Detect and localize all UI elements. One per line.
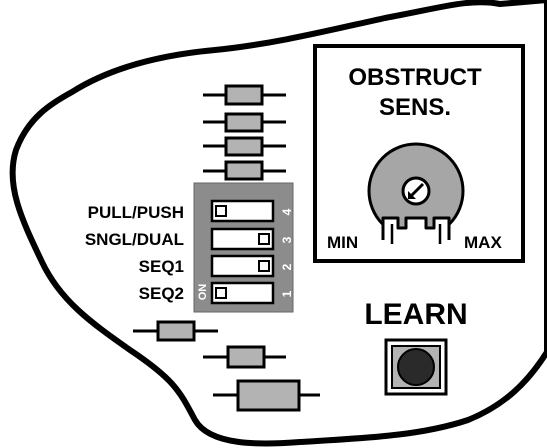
resistor-6	[203, 345, 286, 369]
switch-label-pull-push: PULL/PUSH	[88, 203, 184, 222]
dip-switch-3[interactable]	[210, 227, 275, 251]
resistor-2	[203, 112, 286, 133]
resistor-4	[203, 160, 286, 181]
resistor-3	[203, 136, 286, 157]
resistor-7	[213, 379, 320, 412]
dip-switch-1[interactable]	[210, 281, 275, 305]
switch-label-sngl-dual: SNGL/DUAL	[85, 230, 184, 249]
dip-switch-number-3: 3	[280, 236, 294, 243]
dip-switch-1-knob	[215, 287, 227, 299]
dip-on-label: ON	[197, 284, 209, 301]
min-label: MIN	[327, 233, 358, 252]
switch-label-seq2: SEQ2	[139, 284, 184, 303]
round-push-button-icon	[397, 348, 435, 386]
learn-button[interactable]	[384, 338, 448, 396]
dip-switch-2-knob	[258, 260, 270, 272]
dip-switch-4-knob	[215, 205, 227, 217]
switch-label-seq1: SEQ1	[139, 257, 184, 276]
max-label: MAX	[464, 233, 502, 252]
sensitivity-title-line2: SENS.	[379, 94, 451, 121]
resistor-1	[203, 84, 286, 106]
dip-switch-3-knob	[258, 233, 270, 245]
dip-switch-number-4: 4	[280, 208, 294, 215]
resistor-5	[133, 320, 218, 342]
dip-switch-2[interactable]	[210, 254, 275, 278]
dip-switch-number-1: 1	[280, 290, 294, 297]
dip-switch-number-2: 2	[280, 263, 294, 270]
sensitivity-title-line1: OBSTRUCT	[348, 64, 482, 91]
learn-label: LEARN	[364, 298, 467, 331]
sensitivity-dial[interactable]	[367, 142, 465, 244]
dip-switch-4[interactable]	[210, 199, 275, 223]
